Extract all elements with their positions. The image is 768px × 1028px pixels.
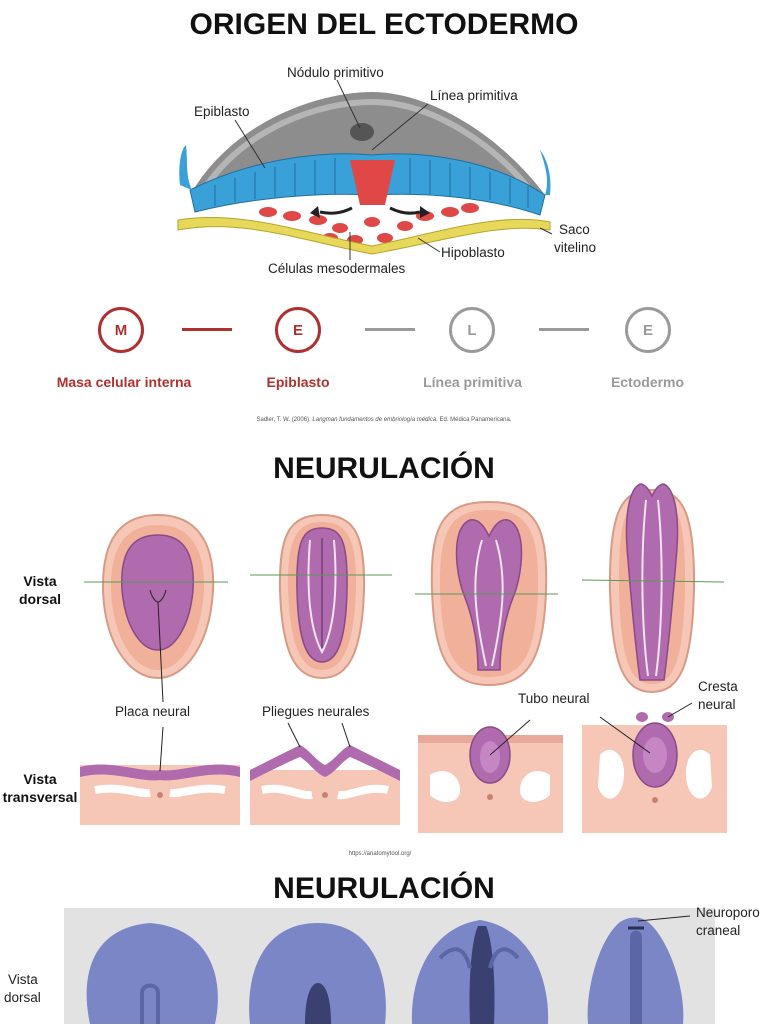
label-saco-2: vitelino (554, 240, 597, 255)
side-label-transversal: Vista transversal (0, 770, 80, 806)
step-circle-l: L (449, 307, 495, 353)
label-epiblasto: Epiblasto (194, 104, 250, 119)
section3-title: NEURULACIÓN (273, 872, 495, 905)
label-hipoblasto: Hipoblasto (441, 245, 505, 260)
source-url: https://anatomytool.org/ (348, 851, 412, 857)
step-connector-2 (365, 328, 415, 331)
citation-post: . Ed. Médica Panamericana. (436, 417, 512, 423)
side-trans-line2: transversal (2, 789, 78, 805)
model-photos (86, 915, 691, 1024)
label-pliegues-neurales: Pliegues neurales (262, 704, 370, 719)
label-neuroporo-1: Neuroporo (696, 905, 760, 920)
step-label-linea: Línea primitiva (423, 374, 522, 390)
citation-pre: Sadler, T. W. (2006). (256, 417, 313, 423)
label-neuroporo-2: craneal (696, 923, 741, 938)
side-dorsal-line2: dorsal (18, 591, 61, 607)
side-label-dorsal-3b: dorsal (4, 990, 41, 1005)
section1-title: ORIGEN DEL ECTODERMO (189, 8, 579, 41)
step-label-epiblasto: Epiblasto (266, 374, 330, 390)
label-nodulo-primitivo: Nódulo primitivo (287, 65, 384, 80)
citation-italic: Langman fundamentos de embriología médic… (312, 417, 437, 423)
label-celulas-mesodermales: Células mesodermales (268, 261, 406, 276)
transverse-sections (80, 702, 727, 833)
dorsal-stage-1 (84, 483, 725, 703)
label-cresta-2: neural (698, 697, 736, 712)
side-label-dorsal-3a: Vista (8, 972, 38, 987)
side-label-dorsal: Vista dorsal (0, 572, 80, 608)
step-connector-3 (539, 328, 589, 331)
step-circle-e1: E (275, 307, 321, 353)
side-trans-line1: Vista (23, 771, 57, 787)
step-label-masa: Masa celular interna (56, 374, 192, 390)
section2-title: NEURULACIÓN (273, 452, 495, 485)
step-label-ectodermo: Ectodermo (610, 374, 685, 390)
epiblast-diagram (177, 79, 553, 260)
label-cresta-1: Cresta (698, 679, 738, 694)
label-tubo-neural: Tubo neural (518, 691, 590, 706)
citation: Sadler, T. W. (2006). Langman fundamento… (0, 417, 768, 423)
side-dorsal-line1: Vista (23, 573, 57, 589)
step-circle-m: M (98, 307, 144, 353)
step-circle-e2: E (625, 307, 671, 353)
label-linea-primitiva: Línea primitiva (430, 88, 518, 103)
step-connector-1 (182, 328, 232, 331)
label-saco-1: Saco (559, 222, 590, 237)
label-placa-neural: Placa neural (115, 704, 191, 719)
